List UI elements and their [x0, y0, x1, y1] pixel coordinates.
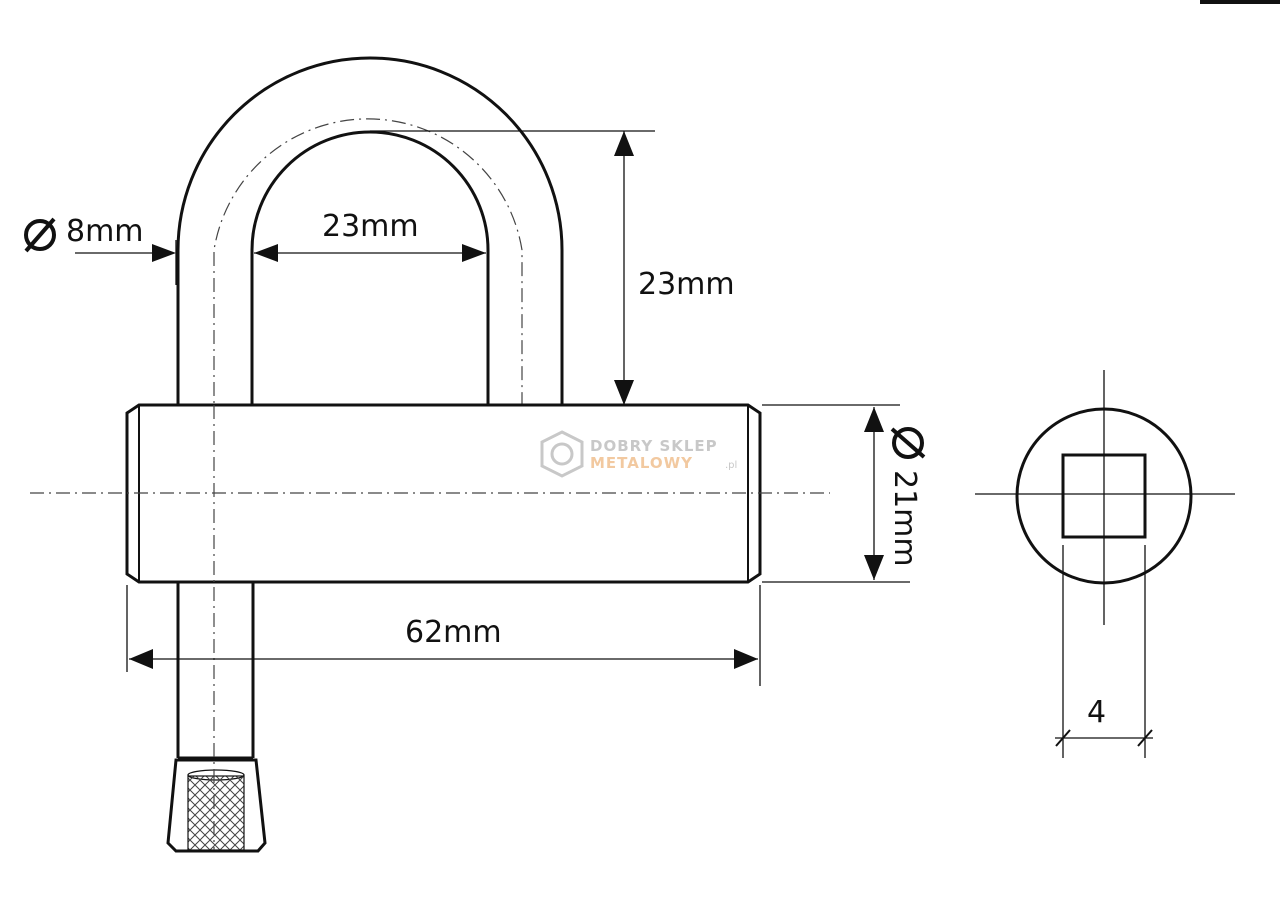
- dim-body-length: 62mm: [126, 585, 761, 686]
- watermark-line2: METALOWY: [590, 454, 693, 472]
- dim-body-diameter: 21mm: [762, 404, 926, 583]
- dim-shackle-clearance-label: 23mm: [638, 267, 735, 302]
- watermark-line1: DOBRY SKLEP: [590, 437, 718, 455]
- dim-shackle-clearance: 23mm: [370, 130, 735, 405]
- dim-shackle-inner-width: 23mm: [254, 209, 486, 262]
- dim-shackle-diameter-label: 8mm: [66, 214, 144, 249]
- shackle-leg: [176, 582, 255, 760]
- dim-key-square-label: 4: [1087, 695, 1106, 730]
- corner-mark: [1200, 0, 1280, 4]
- key-end-view: 4: [975, 370, 1235, 758]
- dim-body-diameter-label: 21mm: [887, 470, 922, 567]
- watermark-logo: DOBRY SKLEP METALOWY .pl: [540, 430, 737, 478]
- dim-shackle-diameter: 8mm: [24, 214, 177, 285]
- watermark-suffix: .pl: [725, 460, 737, 471]
- shackle: [176, 56, 564, 500]
- key-grip: [166, 758, 267, 853]
- dim-shackle-inner-width-label: 23mm: [322, 209, 419, 244]
- dim-body-length-label: 62mm: [405, 615, 502, 650]
